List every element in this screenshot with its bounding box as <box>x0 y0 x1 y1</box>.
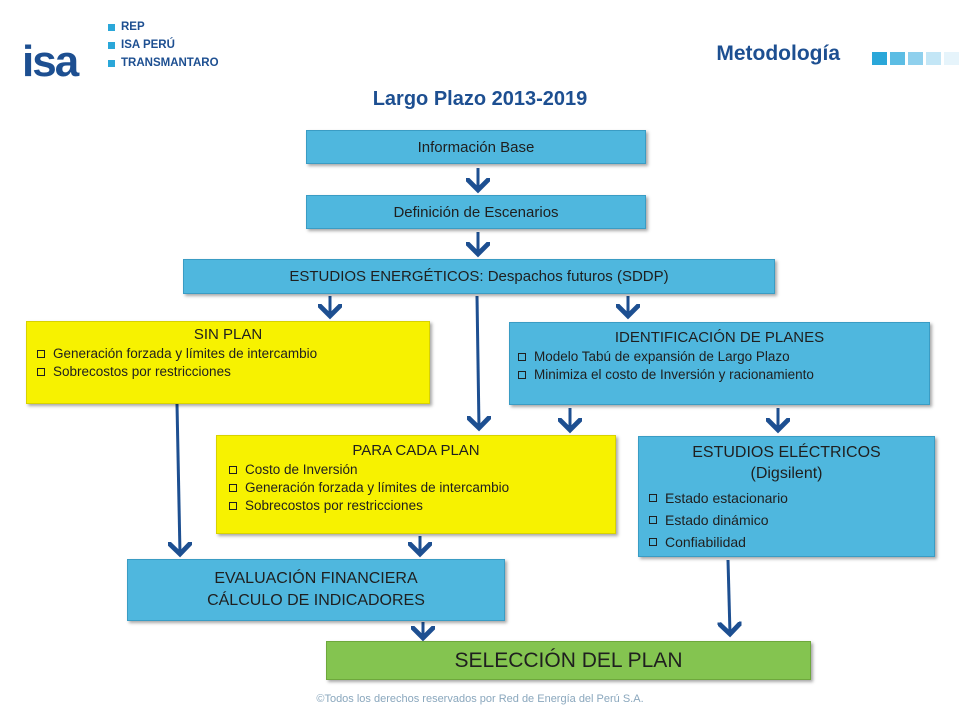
identificacion-list: Modelo Tabú de expansión de Largo Plazo … <box>518 348 921 384</box>
box-sin-plan: SIN PLAN Generación forzada y límites de… <box>26 321 430 404</box>
copyright-footer: ©Todos los derechos reservados por Red d… <box>316 693 644 705</box>
checkbox-bullet-icon <box>649 494 657 502</box>
electricos-title-line2: (Digsilent) <box>750 465 823 482</box>
brand-list: REP ISA PERÚ TRANSMANTARO <box>108 18 219 72</box>
list-item: Generación forzada y límites de intercam… <box>229 479 603 497</box>
para-cada-title: PARA CADA PLAN <box>352 442 480 459</box>
box-estudios-energeticos: ESTUDIOS ENERGÉTICOS: Despachos futuros … <box>183 259 775 294</box>
electricos-title-line1: ESTUDIOS ELÉCTRICOS <box>692 444 881 461</box>
list-item: Estado estacionario <box>649 487 924 509</box>
brand-item-transmantaro: TRANSMANTARO <box>108 54 219 72</box>
checkbox-bullet-icon <box>37 368 45 376</box>
deco-square <box>908 52 923 65</box>
box-identificacion-planes: IDENTIFICACIÓN DE PLANES Modelo Tabú de … <box>509 322 930 405</box>
box-seleccion-plan: SELECCIÓN DEL PLAN <box>326 641 811 680</box>
sin-plan-list: Generación forzada y límites de intercam… <box>37 345 419 381</box>
square-bullet-icon <box>108 23 115 31</box>
arrow-sin-plan-to-evaluacion <box>177 403 180 554</box>
checkbox-bullet-icon <box>649 516 657 524</box>
checkbox-bullet-icon <box>229 502 237 510</box>
checkbox-bullet-icon <box>229 466 237 474</box>
brand-item-isa-peru: ISA PERÚ <box>108 36 219 54</box>
list-item: Generación forzada y límites de intercam… <box>37 345 419 363</box>
checkbox-bullet-icon <box>229 484 237 492</box>
square-bullet-icon <box>108 59 115 67</box>
isa-logo: isa <box>8 18 228 84</box>
square-bullet-icon <box>108 41 115 49</box>
arrow-electricos-to-seleccion <box>728 559 730 634</box>
sin-plan-title: SIN PLAN <box>193 326 263 343</box>
identificacion-title: IDENTIFICACIÓN DE PLANES <box>614 329 825 346</box>
list-item: Minimiza el costo de Inversión y raciona… <box>518 366 921 384</box>
checkbox-bullet-icon <box>518 353 526 361</box>
checkbox-bullet-icon <box>37 350 45 358</box>
electricos-list: Estado estacionario Estado dinámico Conf… <box>649 487 924 553</box>
list-item: Estado dinámico <box>649 509 924 531</box>
decorative-squares <box>872 52 959 65</box>
deco-square <box>890 52 905 65</box>
box-estudios-electricos: ESTUDIOS ELÉCTRICOS (Digsilent) Estado e… <box>638 436 935 557</box>
slide-subtitle: Largo Plazo 2013-2019 <box>372 88 588 110</box>
deco-square <box>926 52 941 65</box>
checkbox-bullet-icon <box>518 371 526 379</box>
checkbox-bullet-icon <box>649 538 657 546</box>
slide-heading: Metodología <box>716 42 840 65</box>
evaluacion-line2: CÁLCULO DE INDICADORES <box>207 592 425 609</box>
arrow-energeticos-to-para-cada <box>477 295 479 428</box>
list-item: Modelo Tabú de expansión de Largo Plazo <box>518 348 921 366</box>
box-evaluacion-financiera: EVALUACIÓN FINANCIERA CÁLCULO DE INDICAD… <box>127 559 505 621</box>
list-item: Confiabilidad <box>649 531 924 553</box>
deco-square <box>872 52 887 65</box>
box-para-cada-plan: PARA CADA PLAN Costo de Inversión Genera… <box>216 435 616 534</box>
para-cada-list: Costo de Inversión Generación forzada y … <box>229 461 603 515</box>
logo-wordmark: isa <box>22 37 79 86</box>
list-item: Sobrecostos por restricciones <box>37 363 419 381</box>
list-item: Sobrecostos por restricciones <box>229 497 603 515</box>
box-definicion-escenarios: Definición de Escenarios <box>306 195 646 229</box>
evaluacion-line1: EVALUACIÓN FINANCIERA <box>214 570 418 587</box>
brand-item-rep: REP <box>108 18 219 36</box>
list-item: Costo de Inversión <box>229 461 603 479</box>
deco-square <box>944 52 959 65</box>
box-informacion-base: Información Base <box>306 130 646 164</box>
